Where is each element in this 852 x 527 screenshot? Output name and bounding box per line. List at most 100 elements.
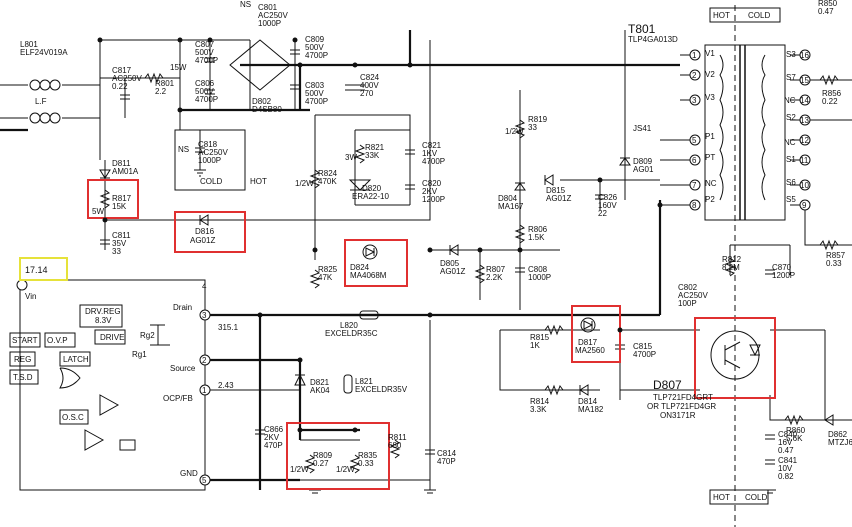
label-pin1: 1 — [202, 386, 207, 395]
label-tp3: 3 — [692, 96, 697, 105]
label-ns-top: NS — [240, 0, 251, 9]
label-d816-p: AG01Z — [190, 236, 215, 245]
label-d821-p: AK04 — [310, 386, 330, 395]
label-c808-c: 1000P — [528, 273, 551, 282]
label-l821-p: EXCELDR35V — [355, 385, 408, 394]
label-c807-v: 500V — [195, 48, 214, 57]
label-s5: S5 — [786, 195, 796, 204]
label-c826-c: 22 — [598, 209, 607, 218]
label-c840-v: 16V — [778, 438, 793, 447]
label-r806: R806 — [528, 225, 548, 234]
label-c807: C807 — [195, 40, 215, 49]
label-tp12: 12 — [800, 136, 809, 145]
label-drv-reg: DRV.REG — [85, 307, 121, 316]
label-r811: R811 — [388, 433, 407, 442]
label-c840: C840 — [778, 430, 798, 439]
label-d807: D807 — [653, 378, 682, 392]
label-d814-p: MA182 — [578, 405, 604, 414]
label-r850-v: 0.47 — [818, 7, 834, 16]
label-tp15: 15 — [800, 76, 809, 85]
label-pt: PT — [705, 153, 715, 162]
label-c811-v: 35V — [112, 239, 127, 248]
label-d805-p: AG01Z — [440, 267, 465, 276]
label-15w: 15W — [170, 63, 187, 72]
label-r812: R812 — [722, 255, 742, 264]
label-d862-p: MTZJ6 — [828, 438, 852, 447]
label-c818: C818 — [198, 140, 218, 149]
highlight-voltage-1714 — [19, 257, 68, 281]
highlight-d807 — [694, 317, 776, 399]
label-s3: S3 — [786, 50, 796, 59]
label-v2: V2 — [705, 70, 715, 79]
label-r860-v: 5.6K — [786, 434, 803, 443]
label-c841-c: 0.82 — [778, 472, 794, 481]
label-c818-v: AC250V — [198, 148, 228, 157]
label-c820-c: 1200P — [422, 195, 445, 204]
label-c821-c: 4700P — [422, 157, 445, 166]
junction-dots — [97, 37, 663, 433]
label-tp16: 16 — [800, 51, 809, 60]
c818-box — [174, 129, 246, 191]
label-c815: C815 — [633, 342, 653, 351]
label-d817: D817 — [578, 338, 598, 347]
hot-cold-bottom-box — [709, 489, 769, 505]
label-d811-p: AM01A — [112, 167, 139, 176]
label-d809: D809 — [633, 157, 653, 166]
label-r821: R821 — [365, 143, 385, 152]
label-d821: D821 — [310, 378, 330, 387]
label-c814-c: 470P — [437, 457, 456, 466]
label-c817-v: AC250V — [112, 74, 142, 83]
label-c811: C811 — [112, 231, 131, 240]
label-c802-c: 100P — [678, 299, 697, 308]
label-p2: P2 — [705, 195, 715, 204]
label-tp10: 10 — [800, 181, 809, 190]
label-p1: P1 — [705, 132, 715, 141]
label-d815: D815 — [546, 186, 566, 195]
label-tp1: 1 — [692, 51, 697, 60]
label-c801-v: AC250V — [258, 11, 288, 20]
label-c809: C809 — [305, 35, 325, 44]
text-labels: L801 ELF24V019A L.F C817 AC250V 0.22 R80… — [12, 0, 852, 502]
label-c821: C821 — [422, 141, 442, 150]
label-c806-v: 500V — [195, 87, 214, 96]
label-c821-v: 1KV — [422, 149, 438, 158]
label-c803-c: 4700P — [305, 97, 328, 106]
label-r801-v: 2.2 — [155, 87, 167, 96]
label-d807-p1: TLP721FD4GRT — [653, 393, 713, 402]
label-c809-v: 500V — [305, 43, 324, 52]
label-s2: S2 — [786, 113, 796, 122]
label-r817-v: 15K — [112, 202, 127, 211]
label-latch: LATCH — [63, 355, 89, 364]
label-r809: R809 — [313, 451, 333, 460]
label-nc1: NC — [784, 96, 796, 105]
label-l820: L820 — [340, 321, 358, 330]
label-t801: T801 — [628, 22, 656, 36]
label-r817: R817 — [112, 194, 132, 203]
label-tp5: 5 — [692, 136, 697, 145]
label-d814: D814 — [578, 397, 598, 406]
label-12w-d: 1/2W — [336, 465, 355, 474]
label-c841-v: 10V — [778, 464, 793, 473]
transformer-t801 — [704, 5, 786, 527]
label-c814: C814 — [437, 449, 457, 458]
label-c841: C841 — [778, 456, 798, 465]
label-r807: R807 — [486, 265, 506, 274]
label-5w: 5W — [92, 207, 104, 216]
label-r819: R819 — [528, 115, 548, 124]
label-c809-c: 4700P — [305, 51, 328, 60]
label-d824-p: MA4068M — [350, 271, 387, 280]
highlight-r817 — [87, 179, 139, 219]
label-ocp: OCP/FB — [163, 394, 193, 403]
label-c820-v: 2KV — [422, 187, 438, 196]
label-r835: R835 — [358, 451, 378, 460]
label-hot-bot: HOT — [713, 493, 730, 502]
label-c801: C801 — [258, 3, 278, 12]
label-nc2: NC — [784, 138, 796, 147]
label-ns-mid: NS — [178, 145, 189, 154]
label-r850: R850 — [818, 0, 838, 8]
label-12w-b: 1/2W — [505, 127, 524, 136]
label-r806-v: 1.5K — [528, 233, 545, 242]
label-c801-c: 1000P — [258, 19, 281, 28]
label-c824-v: 400V — [360, 81, 379, 90]
highlight-d824 — [344, 239, 408, 287]
